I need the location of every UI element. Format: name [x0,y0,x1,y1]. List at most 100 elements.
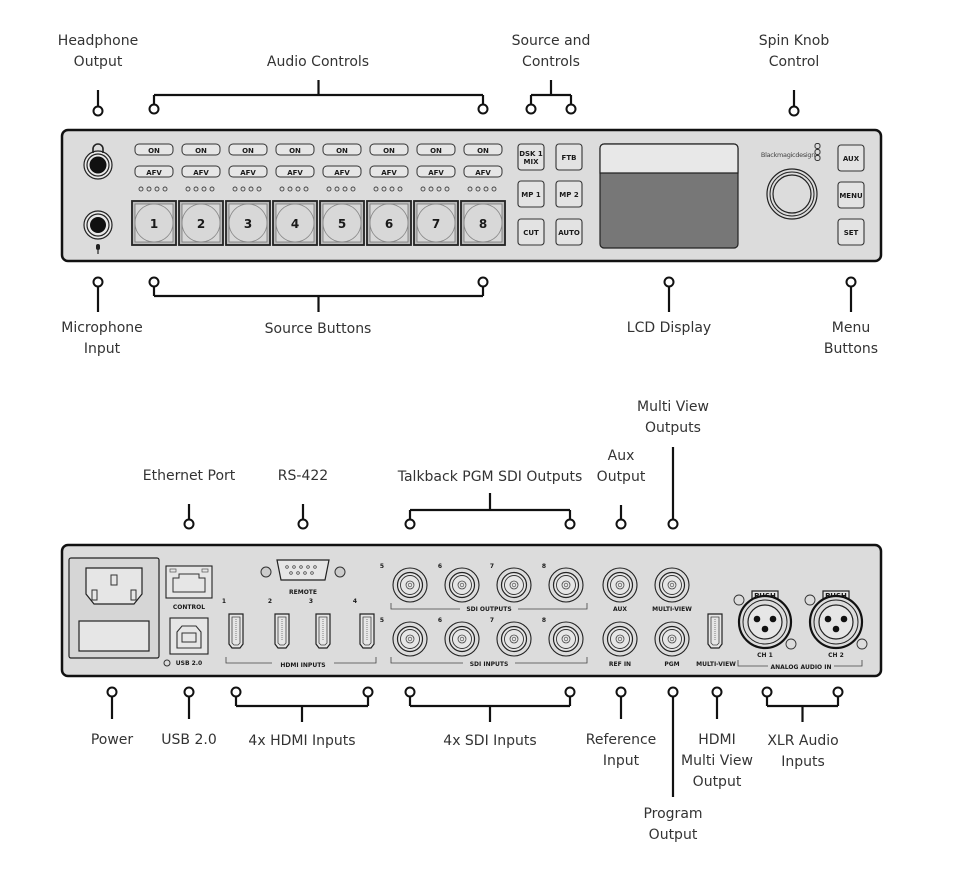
control-button-mp1[interactable]: MP 1 [517,180,545,208]
power-inlet[interactable] [68,557,160,659]
multiview-sdi-output[interactable] [654,567,690,603]
hdmi-input-4[interactable] [359,613,375,649]
label-line: Input [83,341,121,357]
sdi-input-7[interactable] [496,621,532,657]
control-button-frame[interactable] [517,143,545,171]
spin-knob[interactable] [766,168,818,220]
afv-button[interactable]: AFV [369,165,409,178]
hdmi-input-2[interactable] [274,613,290,649]
control-button-frame[interactable] [517,218,545,246]
ethernet-frame [165,565,213,599]
control-button-cut[interactable]: CUT [517,218,545,246]
on-button[interactable]: ON [275,143,315,156]
channel-strip: ON AFV 4 [272,143,318,246]
on-button-frame[interactable] [463,143,503,156]
on-button[interactable]: ON [322,143,362,156]
control-button-ftb[interactable]: FTB [555,143,583,171]
sdi-output-5[interactable] [392,567,428,603]
label-ethernet-port: Ethernet Port [143,466,236,487]
control-button-frame[interactable] [555,180,583,208]
on-button-frame[interactable] [228,143,268,156]
on-button[interactable]: ON [416,143,456,156]
afv-button-frame[interactable] [134,165,174,178]
menu-button-frame[interactable] [837,144,865,172]
afv-button[interactable]: AFV [181,165,221,178]
program-output[interactable] [654,621,690,657]
control-button-auto[interactable]: AUTO [555,218,583,246]
on-button-frame[interactable] [275,143,315,156]
on-button-frame[interactable] [134,143,174,156]
source-button-1[interactable]: 1 [131,200,177,246]
afv-button-frame[interactable] [463,165,503,178]
hdmi-multiview-output[interactable] [707,613,723,649]
on-button[interactable]: ON [369,143,409,156]
source-button-4[interactable]: 4 [272,200,318,246]
control-button-mp2[interactable]: MP 2 [555,180,583,208]
menu-button-menu[interactable]: MENU [837,181,865,209]
menu-button-set[interactable]: SET [837,218,865,246]
sdi-input-8[interactable] [548,621,584,657]
on-button[interactable]: ON [134,143,174,156]
xlr-input-ch1[interactable]: PUSH [733,590,797,650]
control-button-frame[interactable] [555,218,583,246]
afv-button[interactable]: AFV [228,165,268,178]
afv-button[interactable]: AFV [322,165,362,178]
ethernet-port[interactable] [165,565,213,599]
on-button-label: ON [242,147,254,155]
menu-button-frame[interactable] [837,181,865,209]
afv-button[interactable]: AFV [275,165,315,178]
control-button-frame[interactable] [517,180,545,208]
on-button-label: ON [383,147,395,155]
usb-port[interactable] [169,617,209,655]
sdi-output-6[interactable] [444,567,480,603]
sdi-input-5[interactable] [392,621,428,657]
on-button[interactable]: ON [181,143,221,156]
on-button-frame[interactable] [416,143,456,156]
sdi-output-7[interactable] [496,567,532,603]
afv-button-frame[interactable] [322,165,362,178]
hdmi-input-3[interactable] [315,613,331,649]
afv-button[interactable]: AFV [134,165,174,178]
source-button-8[interactable]: 8 [460,200,506,246]
xlr-input-ch2[interactable]: PUSH [804,590,868,650]
source-button-2[interactable]: 2 [178,200,224,246]
afv-button-frame[interactable] [228,165,268,178]
source-button-3[interactable]: 3 [225,200,271,246]
source-button-number: 1 [150,217,158,231]
bnc-body [552,625,580,653]
bnc-pin [615,634,625,644]
indicator-led [373,186,379,192]
headphone-jack[interactable] [83,143,113,180]
afv-button-frame[interactable] [181,165,221,178]
sdi-output-8[interactable] [548,567,584,603]
control-button-frame[interactable] [555,143,583,171]
afv-button-frame[interactable] [416,165,456,178]
source-button-6[interactable]: 6 [366,200,412,246]
aux-output[interactable] [602,567,638,603]
afv-button[interactable]: AFV [463,165,503,178]
indicator-led [381,186,387,192]
reference-input[interactable] [602,621,638,657]
source-button-7[interactable]: 7 [413,200,459,246]
afv-button-frame[interactable] [275,165,315,178]
afv-button[interactable]: AFV [416,165,456,178]
indicator-led [483,186,489,192]
microphone-jack[interactable] [83,210,113,254]
afv-button-frame[interactable] [369,165,409,178]
on-button[interactable]: ON [463,143,503,156]
rs422-remote-port[interactable] [260,559,346,581]
xlr-pin [832,625,840,633]
hdmi-input-1[interactable] [228,613,244,649]
sdi-input-6[interactable] [444,621,480,657]
menu-button-aux[interactable]: AUX [837,144,865,172]
on-button-frame[interactable] [322,143,362,156]
menu-button-frame[interactable] [837,218,865,246]
on-button-frame[interactable] [369,143,409,156]
on-button[interactable]: ON [228,143,268,156]
source-button-5[interactable]: 5 [319,200,365,246]
control-button-label: MP 2 [559,191,579,199]
on-button-frame[interactable] [181,143,221,156]
